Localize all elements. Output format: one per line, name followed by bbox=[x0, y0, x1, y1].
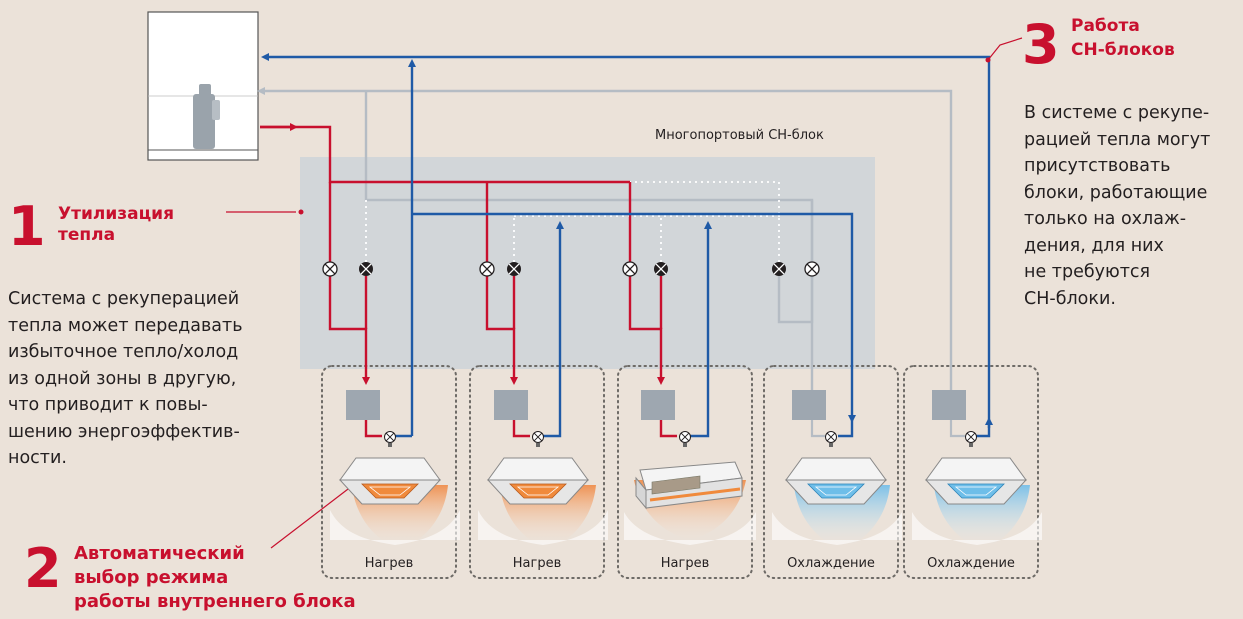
outdoor-unit bbox=[147, 11, 259, 161]
inactive-pipes bbox=[365, 181, 780, 262]
zone-box-4 bbox=[763, 365, 899, 579]
section-3-body: В системе с рекупе- рацией тепла могут п… bbox=[1024, 103, 1211, 309]
cassette-unit-5 bbox=[924, 457, 1028, 505]
expansion-valve-icon bbox=[679, 431, 691, 448]
leader-dot-1 bbox=[298, 209, 304, 215]
indoor-coils bbox=[346, 390, 966, 420]
multiport-ch-box bbox=[300, 157, 875, 369]
zone-box-5 bbox=[903, 365, 1039, 579]
cassette-unit-1 bbox=[338, 457, 442, 505]
mode-label-unit-2: Нагрев bbox=[512, 556, 562, 571]
section-1-number: 1 bbox=[8, 195, 46, 258]
liquid-pipes bbox=[261, 53, 993, 438]
section-1-body: Система с рекуперацией тепла может перед… bbox=[8, 289, 243, 468]
hot-gas-pipes bbox=[260, 123, 677, 438]
section-1-heading: Утилизация тепла bbox=[58, 204, 175, 245]
expansion-valve-icon bbox=[825, 431, 837, 448]
zone-box-3 bbox=[617, 365, 753, 579]
mode-label-unit-3: Нагрев bbox=[660, 556, 710, 571]
expansion-valve-icon bbox=[532, 431, 544, 448]
section-2-heading: Автоматический выбор режима работы внутр… bbox=[74, 543, 356, 612]
valve-open-icon bbox=[622, 261, 638, 277]
expansion-valve-icon bbox=[965, 431, 977, 448]
valve-closed-icon bbox=[771, 261, 787, 277]
expansion-valve-icon bbox=[384, 431, 396, 448]
zone-box-2 bbox=[469, 365, 605, 579]
section-2-number: 2 bbox=[24, 537, 62, 600]
valve-open-icon bbox=[479, 261, 495, 277]
mode-label-unit-1: Нагрев bbox=[364, 556, 414, 571]
cassette-unit-2 bbox=[486, 457, 590, 505]
section-3-number: 3 bbox=[1022, 13, 1060, 76]
valve-closed-icon bbox=[653, 261, 669, 277]
valve-closed-icon bbox=[358, 261, 374, 277]
mode-label-unit-4: Охлаждение bbox=[787, 556, 875, 571]
section-3-heading: Работа CH-блоков bbox=[1071, 16, 1175, 60]
valve-open-icon bbox=[804, 261, 820, 277]
ducted-unit-3 bbox=[635, 461, 743, 510]
valve-closed-icon bbox=[506, 261, 522, 277]
zone-box-1 bbox=[321, 365, 457, 579]
cassette-unit-4 bbox=[784, 457, 888, 505]
port-box-label: Многопортовый CH-блок bbox=[655, 128, 824, 143]
expansion-valves bbox=[384, 431, 977, 448]
valve-open-icon bbox=[322, 261, 338, 277]
mode-label-unit-5: Охлаждение bbox=[927, 556, 1015, 571]
